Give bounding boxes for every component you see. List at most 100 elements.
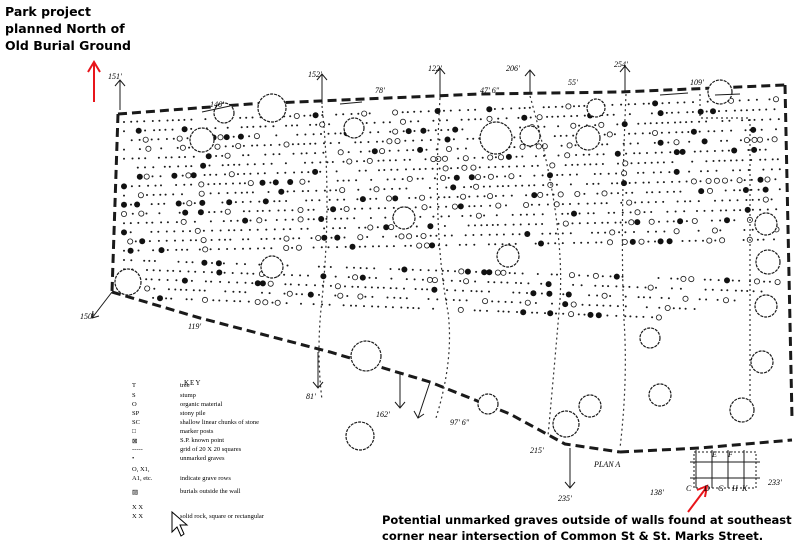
grave-mark xyxy=(739,139,742,142)
headstone-mark xyxy=(399,118,406,125)
grave-mark xyxy=(720,139,723,142)
grave-mark xyxy=(501,107,504,110)
grave-mark xyxy=(732,169,735,172)
grave-mark xyxy=(651,191,654,194)
headstone-mark xyxy=(180,218,187,225)
grave-mark xyxy=(642,102,645,105)
grave-mark xyxy=(592,182,595,185)
headstone-mark xyxy=(754,278,761,285)
grave-mark xyxy=(320,246,323,249)
grave-mark xyxy=(730,129,733,132)
grave-mark xyxy=(326,161,329,164)
headstone-mark xyxy=(262,299,269,306)
grave-mark xyxy=(174,239,176,242)
section-line-4 xyxy=(619,93,627,449)
grave-mark xyxy=(518,233,521,236)
grave-mark xyxy=(715,169,718,172)
trees xyxy=(114,79,781,451)
grave-mark xyxy=(210,271,213,274)
grave-mark xyxy=(636,286,639,289)
grave-mark xyxy=(152,296,155,299)
grave-mark xyxy=(278,200,281,203)
grave-mark xyxy=(564,164,567,167)
grave-mark xyxy=(443,225,446,227)
grave-mark xyxy=(595,241,598,244)
grave-mark xyxy=(629,238,636,245)
grave-mark xyxy=(551,115,554,118)
grave-mark xyxy=(645,306,648,309)
grave-mark xyxy=(358,169,361,172)
grave-mark xyxy=(627,103,630,106)
grave-mark xyxy=(183,183,186,186)
grave-mark xyxy=(733,209,736,212)
grave-mark xyxy=(289,283,292,286)
grave-mark xyxy=(334,275,337,278)
grave-mark xyxy=(419,215,422,218)
grave-mark xyxy=(647,201,650,204)
headstone-mark xyxy=(535,143,542,150)
dim-arrow-top-3 xyxy=(434,67,446,98)
grave-mark xyxy=(347,179,350,182)
grave-mark xyxy=(656,161,659,164)
grave-mark xyxy=(738,279,741,282)
grave-mark xyxy=(452,299,455,301)
grave-mark xyxy=(269,181,272,184)
grave-mark xyxy=(658,220,660,223)
north-caption-line-2: planned North of xyxy=(5,21,125,36)
grave-mark xyxy=(357,285,359,288)
grave-mark xyxy=(679,190,682,193)
grave-mark xyxy=(373,121,376,124)
grave-mark xyxy=(268,292,271,295)
grave-mark xyxy=(181,277,188,284)
grave-mark xyxy=(541,223,544,225)
grave-mark xyxy=(123,249,125,252)
grave-mark xyxy=(778,188,781,191)
grave-mark xyxy=(289,228,292,231)
grave-mark xyxy=(583,192,586,195)
grave-mark xyxy=(307,218,310,221)
headstone-mark xyxy=(194,227,201,234)
headstone-mark xyxy=(202,246,209,253)
grave-mark xyxy=(315,123,318,126)
grave-mark xyxy=(355,304,357,307)
grave-mark xyxy=(689,200,692,203)
grave-mark xyxy=(668,171,671,174)
grave-mark xyxy=(464,268,471,275)
headstone-mark xyxy=(564,152,571,159)
grave-mark xyxy=(171,119,174,122)
key-symbol: O, X1, xyxy=(132,466,150,473)
grave-mark xyxy=(557,125,560,128)
grave-mark xyxy=(212,299,215,302)
grave-mark xyxy=(413,110,416,113)
grave-mark xyxy=(519,223,522,226)
grave-mark xyxy=(588,153,591,156)
grave-mark xyxy=(593,173,596,175)
grave-mark xyxy=(519,213,522,216)
grave-mark xyxy=(172,137,175,140)
grave-mark xyxy=(334,234,341,241)
grave-mark xyxy=(733,219,736,222)
grave-mark xyxy=(357,188,360,191)
grave-rows xyxy=(121,96,781,321)
grave-mark xyxy=(611,182,613,185)
grave-mark xyxy=(300,302,302,305)
grave-mark xyxy=(166,119,169,122)
grave-mark xyxy=(172,269,175,272)
grave-mark xyxy=(397,149,400,152)
grave-mark xyxy=(347,151,350,154)
grave-mark xyxy=(375,277,377,279)
grave-mark xyxy=(681,240,684,242)
grave-mark xyxy=(546,193,549,196)
grave-mark xyxy=(314,284,316,287)
grave-mark xyxy=(328,198,331,201)
grave-mark xyxy=(331,161,334,163)
grave-mark xyxy=(318,216,325,222)
grave-mark xyxy=(146,194,148,196)
headstone-mark xyxy=(235,142,242,149)
grave-mark xyxy=(330,206,337,213)
grave-mark xyxy=(193,202,196,205)
grave-mark xyxy=(599,172,602,175)
grave-mark xyxy=(447,269,449,272)
grave-mark xyxy=(157,138,160,141)
grave-mark xyxy=(555,183,558,186)
